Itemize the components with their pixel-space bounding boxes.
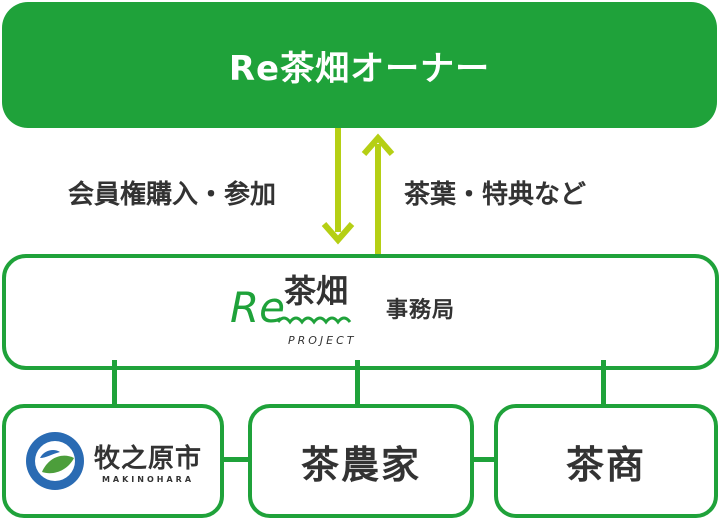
- city-sub: MAKINOHARA: [101, 475, 195, 484]
- city-box: 牧之原市 MAKINOHARA: [2, 404, 224, 518]
- farmer-label: 茶農家: [300, 442, 421, 487]
- owner-title: Re茶畑オーナー: [228, 48, 491, 89]
- owner-box: Re茶畑オーナー: [2, 2, 717, 128]
- connector-farmer-merchant: [470, 457, 496, 462]
- connector-city-farmer: [220, 457, 250, 462]
- flow-arrows: [321, 128, 395, 256]
- arrow-up: [361, 133, 395, 256]
- connector-farmer: [355, 360, 360, 406]
- city-text: 牧之原市 MAKINOHARA: [94, 438, 202, 484]
- arrow-down: [321, 128, 355, 245]
- merchant-box: 茶商: [494, 404, 718, 518]
- logo-re-text: Re: [230, 283, 285, 332]
- re-chabatake-logo: Re 茶畑 PROJECT: [230, 272, 357, 347]
- flow-label-down: 会員権購入・参加: [68, 180, 277, 210]
- logo-kanji: 茶畑: [284, 272, 348, 310]
- connector-city: [112, 360, 117, 406]
- office-box: [2, 254, 719, 370]
- farmer-box: 茶農家: [248, 404, 474, 518]
- office-name: 事務局: [386, 298, 456, 323]
- flow-label-up: 茶葉・特典など: [404, 180, 587, 210]
- city-name: 牧之原市: [93, 444, 202, 474]
- connectors: [112, 360, 606, 462]
- logo-wave: [276, 316, 352, 325]
- logo-sub: PROJECT: [288, 334, 357, 347]
- makinohara-emblem-icon: [25, 432, 84, 490]
- merchant-label: 茶商: [565, 442, 646, 487]
- connector-merchant: [601, 360, 606, 406]
